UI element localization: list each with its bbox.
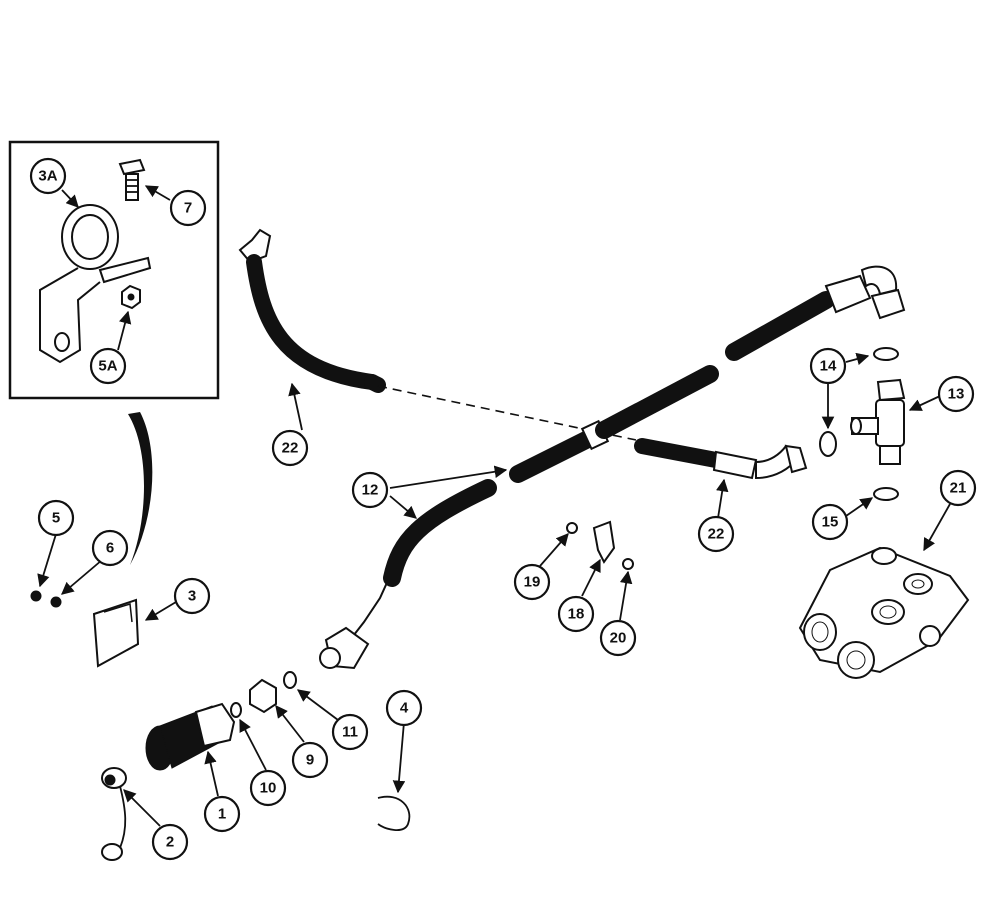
coupler-part: [145, 702, 236, 771]
callout-2: 2: [151, 823, 189, 861]
o-ring-part: [819, 431, 837, 457]
callout-12: 12: [351, 471, 389, 509]
callout-19: 19: [513, 563, 551, 601]
svg-text:11: 11: [342, 724, 358, 741]
callout-15: 15: [811, 503, 849, 541]
svg-text:3: 3: [188, 588, 196, 605]
nut-part-20: [622, 558, 634, 570]
callout-9: 9: [291, 741, 329, 779]
callout-4: 4: [385, 689, 423, 727]
svg-text:4: 4: [400, 700, 409, 717]
washer-part-10: [230, 702, 242, 718]
callout-22-lower: 22: [697, 515, 735, 553]
dust-cap-part: [101, 767, 127, 861]
svg-text:5A: 5A: [98, 358, 117, 375]
svg-text:22: 22: [282, 440, 299, 457]
hose-22-upper: [238, 228, 386, 393]
valve-block-part: [798, 546, 970, 679]
bolt-part: [118, 158, 146, 201]
svg-text:18: 18: [568, 606, 585, 623]
svg-text:12: 12: [362, 482, 379, 499]
callout-18: 18: [557, 595, 595, 633]
svg-text:5: 5: [52, 510, 60, 527]
svg-text:13: 13: [948, 386, 965, 403]
bracket-part: [39, 204, 152, 364]
svg-text:14: 14: [820, 358, 837, 375]
callout-5a: 5A: [89, 347, 127, 385]
hose-22-lower: [634, 438, 808, 480]
svg-text:19: 19: [524, 574, 541, 591]
callout-6: 6: [91, 529, 129, 567]
washer-part-6: [50, 596, 62, 608]
inset-pointer: [128, 412, 153, 565]
leader-lines: [37, 352, 951, 827]
adapter-part-9: [249, 678, 277, 714]
o-ring-part: [873, 347, 899, 361]
svg-text:10: 10: [260, 780, 277, 797]
svg-text:1: 1: [218, 806, 226, 823]
nut-part-5: [30, 590, 42, 602]
svg-text:7: 7: [184, 200, 192, 217]
callout-3a: 3A: [29, 157, 67, 195]
callout-21: 21: [939, 469, 977, 507]
tee-fitting-part: [850, 378, 906, 465]
callout-10: 10: [249, 769, 287, 807]
clip-part-18: [592, 520, 616, 564]
plate-part: [92, 598, 140, 668]
svg-text:15: 15: [822, 514, 839, 531]
callout-20: 20: [599, 619, 637, 657]
callout-13: 13: [937, 375, 975, 413]
pin-part: [377, 795, 411, 831]
callout-7: 7: [169, 189, 207, 227]
svg-text:21: 21: [950, 480, 967, 497]
o-ring-part-11: [283, 671, 297, 689]
callout-1: 1: [203, 795, 241, 833]
svg-text:6: 6: [106, 540, 114, 557]
callout-22-upper: 22: [271, 429, 309, 467]
callout-3: 3: [173, 577, 211, 615]
callout-11: 11: [331, 713, 369, 751]
o-ring-part: [873, 487, 899, 501]
svg-text:2: 2: [166, 834, 174, 851]
hose-12: [319, 265, 906, 670]
callout-5: 5: [37, 499, 75, 537]
svg-text:3A: 3A: [38, 168, 57, 185]
svg-text:9: 9: [306, 752, 314, 769]
svg-text:22: 22: [708, 526, 725, 543]
svg-text:20: 20: [610, 630, 627, 647]
nut-part: [121, 284, 141, 310]
callout-14: 14: [809, 347, 847, 385]
detail-inset: [8, 140, 220, 400]
screw-part-19: [566, 522, 578, 534]
